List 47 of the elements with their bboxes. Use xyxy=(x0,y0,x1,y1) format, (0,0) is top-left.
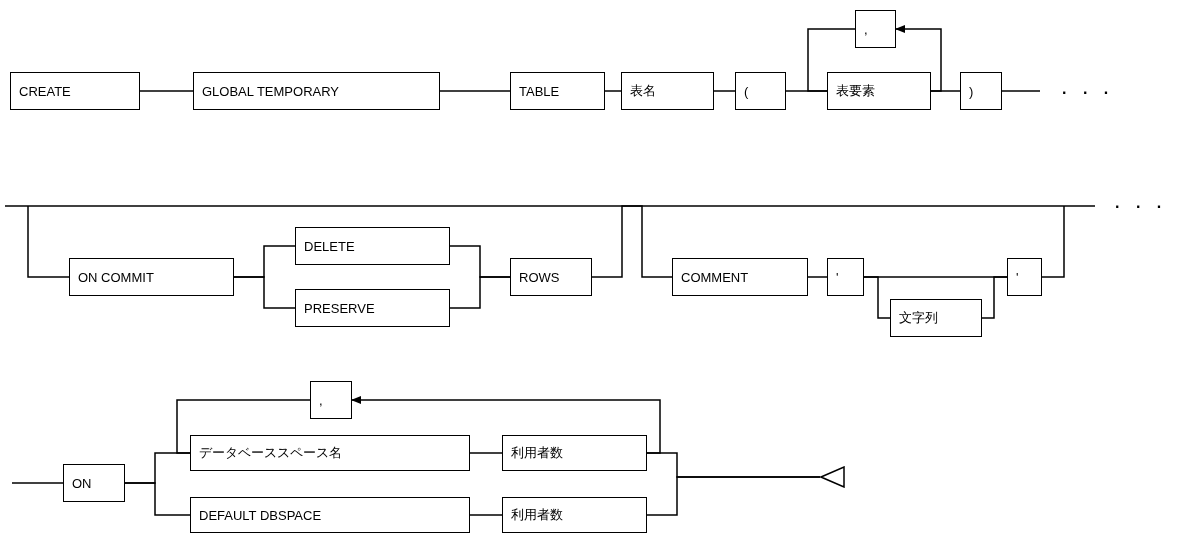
syntax-box: 表名 xyxy=(621,72,714,110)
syntax-box: COMMENT xyxy=(672,258,808,296)
syntax-box: ON COMMIT xyxy=(69,258,234,296)
connector-line xyxy=(233,276,296,309)
syntax-box: ' xyxy=(827,258,864,296)
connector-line xyxy=(176,399,311,454)
syntax-box: CREATE xyxy=(10,72,140,110)
connector-line xyxy=(469,514,503,516)
syntax-box: DEFAULT DBSPACE xyxy=(190,497,470,533)
syntax-box: TABLE xyxy=(510,72,605,110)
connector-line xyxy=(807,28,856,92)
continuation-dots: . . . xyxy=(1115,194,1168,212)
syntax-box: 表要素 xyxy=(827,72,931,110)
connector-line xyxy=(646,476,821,516)
syntax-box: 利用者数 xyxy=(502,435,647,471)
connector-line xyxy=(807,276,828,278)
syntax-box: DELETE xyxy=(295,227,450,265)
connector-line xyxy=(124,482,191,516)
connector-line xyxy=(930,90,961,92)
connector-line xyxy=(895,25,942,92)
syntax-box: ( xyxy=(735,72,786,110)
syntax-box: ' xyxy=(1007,258,1042,296)
connector-line xyxy=(351,396,661,454)
syntax-box: , xyxy=(310,381,352,419)
syntax-box: ON xyxy=(63,464,125,502)
syntax-box: データベーススペース名 xyxy=(190,435,470,471)
syntax-box: PRESERVE xyxy=(295,289,450,327)
syntax-box: , xyxy=(855,10,896,48)
connector-line xyxy=(449,276,511,309)
connector-line xyxy=(713,90,736,92)
connector-line xyxy=(469,452,503,454)
syntax-box: 利用者数 xyxy=(502,497,647,533)
syntax-box: ) xyxy=(960,72,1002,110)
connector-line xyxy=(604,90,622,92)
end-triangle xyxy=(820,466,845,488)
continuation-dots: . . . xyxy=(1062,80,1115,98)
syntax-box: ROWS xyxy=(510,258,592,296)
connector-line xyxy=(1001,90,1041,92)
connector-line xyxy=(591,205,673,278)
connector-line xyxy=(863,276,1008,278)
syntax-box: GLOBAL TEMPORARY xyxy=(193,72,440,110)
connector-line xyxy=(139,90,194,92)
syntax-box: 文字列 xyxy=(890,299,982,337)
connector-line xyxy=(11,482,64,484)
connector-line xyxy=(439,90,511,92)
connector-line xyxy=(1041,205,1065,278)
connector-line xyxy=(27,205,70,278)
